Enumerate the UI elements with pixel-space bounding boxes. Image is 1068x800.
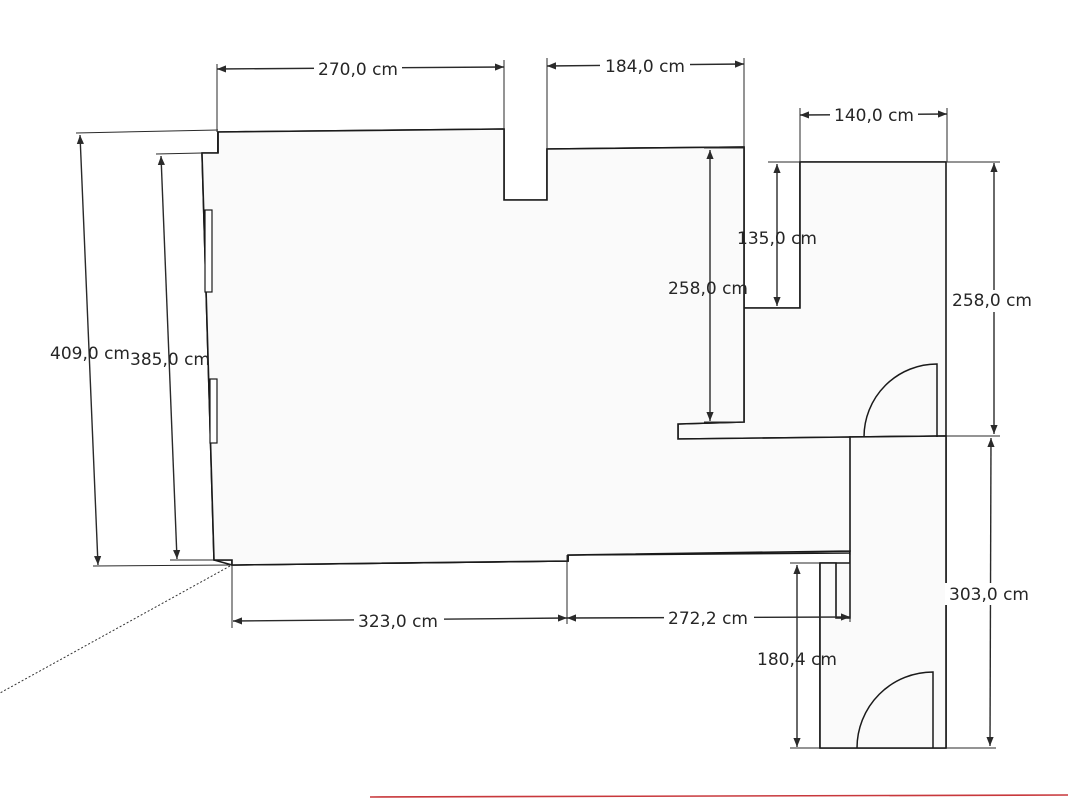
label-bottom-right-width: 272,2 cm [668,609,748,629]
ext-line [75,129,219,134]
label-right-lower-height: 303,0 cm [949,585,1029,605]
left-window-2 [209,378,218,444]
lower-door-swing [856,671,934,749]
label-lower-room-height: 180,4 cm [757,650,837,670]
label-bottom-left-width: 323,0 cm [358,612,438,632]
bottom-left-step [213,559,233,566]
label-top-left-width: 270,0 cm [318,60,398,80]
axis-red [369,794,1068,798]
left-window-1 [204,209,213,293]
ext-line [155,152,203,155]
ext-line [92,564,233,567]
axis-dotted [0,565,231,694]
label-right-room-width: 140,0 cm [834,106,914,126]
dim-outer-left [76,134,102,566]
label-right-upper-height: 258,0 cm [952,291,1032,311]
label-inner-wall-height: 258,0 cm [668,279,748,299]
label-top-right-width: 184,0 cm [605,57,685,77]
upper-door-swing [863,363,938,438]
label-inner-left-height: 385,0 cm [130,350,210,370]
dim-inner-left [157,155,181,560]
label-outer-left-height: 409,0 cm [50,344,130,364]
label-notch-height: 135,0 cm [737,229,817,249]
